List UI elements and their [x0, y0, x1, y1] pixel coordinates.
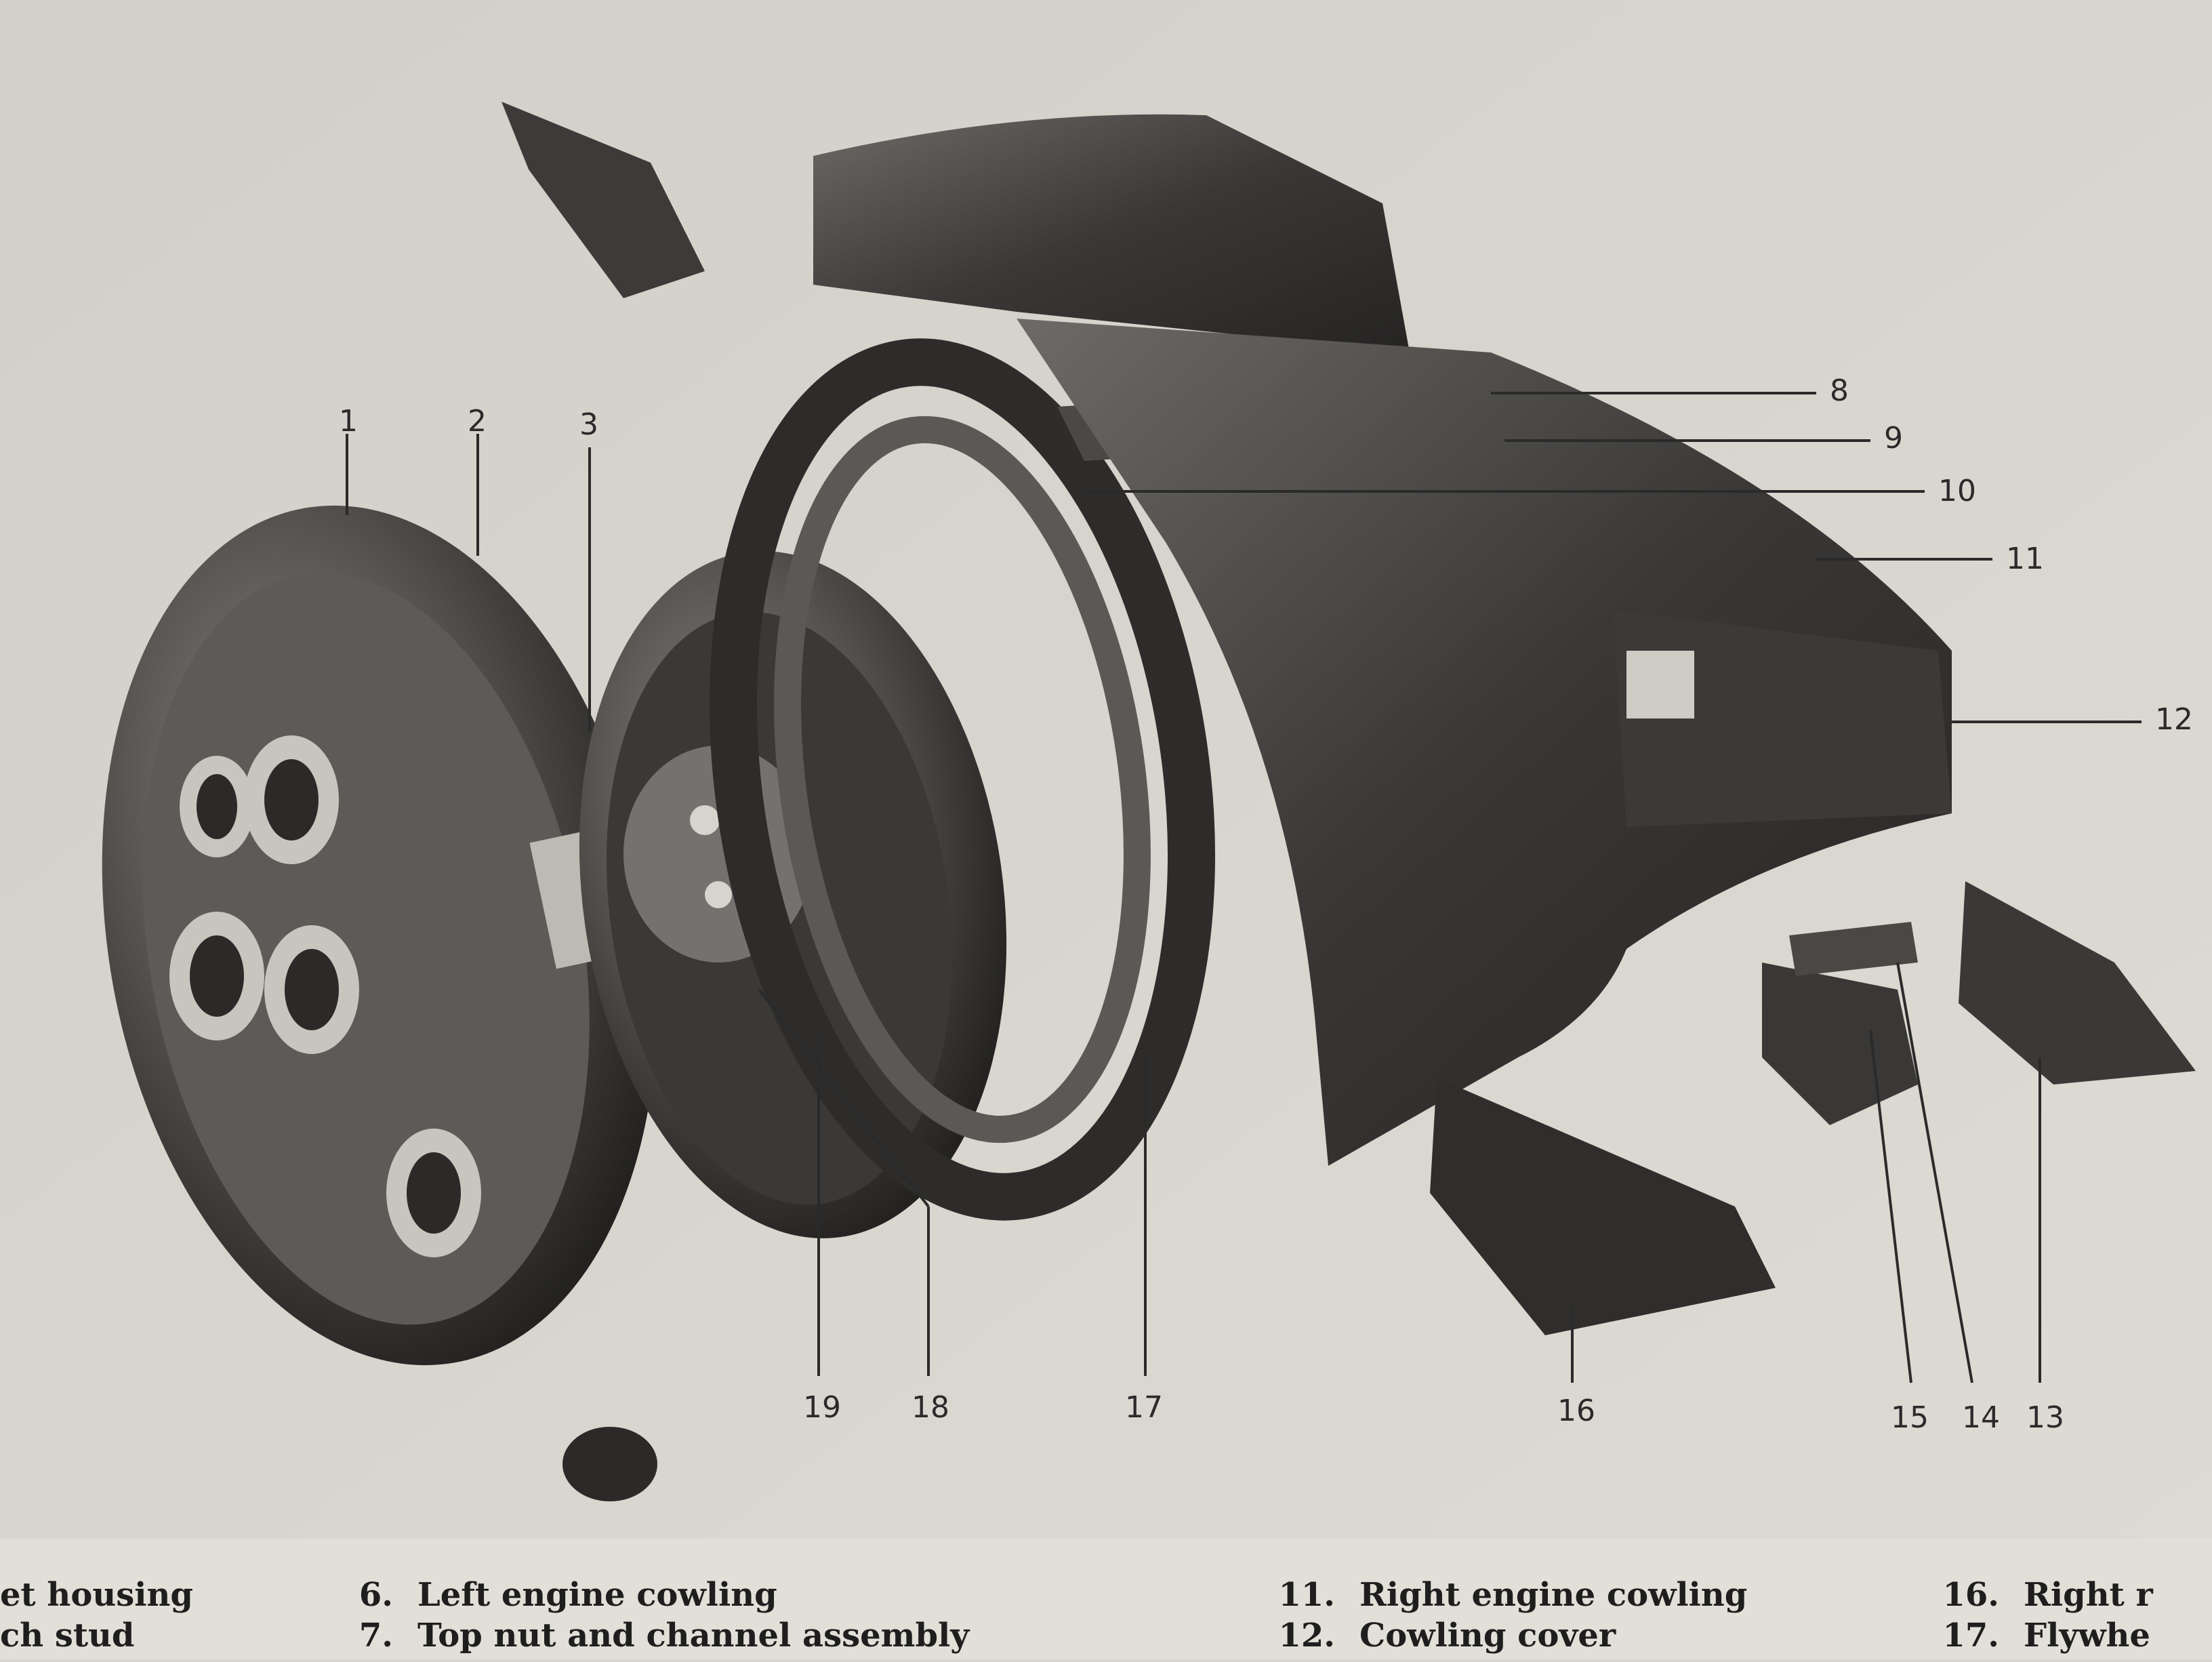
legend-item: 11. Right engine cowling	[1261, 1576, 1747, 1614]
callout-19: 19	[803, 1390, 841, 1425]
legend-item-text: Left engine cowling	[417, 1576, 777, 1614]
legend-band	[0, 1539, 2212, 1659]
legend-item: 12. Cowling cover	[1261, 1617, 1616, 1655]
legend-item: 16. Right r	[1925, 1576, 2153, 1614]
legend-item-number: 12.	[1278, 1617, 1335, 1655]
parts-legend: et housing ch stud 6. Left engine cowling…	[0, 1576, 2212, 1659]
callout-10: 10	[1938, 474, 1976, 508]
bracket-part-14	[1789, 922, 1918, 976]
legend-item-text: Right r	[2024, 1576, 2153, 1614]
bracket-part-13	[1959, 881, 2196, 1085]
callout-13: 13	[2026, 1400, 2064, 1435]
legend-item-number: 7.	[359, 1617, 393, 1655]
callout-17: 17	[1125, 1390, 1163, 1425]
legend-item-number: 6.	[359, 1576, 393, 1614]
legend-item-text: et housing	[0, 1576, 193, 1614]
leader-lines	[346, 392, 2142, 1383]
legend-item-number: 17.	[1942, 1617, 1999, 1655]
callout-9: 9	[1884, 421, 1903, 455]
fan-ring-part	[710, 338, 1215, 1221]
bracket-part-15	[1762, 962, 1918, 1125]
legend-item-text: Right engine cowling	[1359, 1576, 1748, 1614]
right-engine-cowling-part	[1017, 319, 1952, 1166]
callout-3: 3	[579, 407, 598, 442]
upper-bracket-part	[501, 102, 705, 298]
legend-item: 7. Top nut and channel assembly	[319, 1617, 969, 1655]
legend-item: et housing	[0, 1576, 193, 1614]
legend-item-number: 16.	[1942, 1576, 1999, 1614]
legend-item: 17. Flywhe	[1925, 1617, 2150, 1655]
callout-18: 18	[912, 1390, 949, 1425]
legend-item-text: ch stud	[0, 1617, 135, 1655]
callout-16: 16	[1557, 1394, 1595, 1428]
top-cowling-part	[813, 114, 1410, 352]
legend-item-text: Top nut and channel assembly	[417, 1617, 970, 1655]
bell-housing-part	[102, 505, 657, 1501]
legend-item-text: Flywhe	[2024, 1617, 2150, 1655]
callout-14: 14	[1962, 1400, 2000, 1435]
cover-plate-part-16	[1430, 1078, 1776, 1335]
legend-item: ch stud	[0, 1617, 135, 1655]
callout-8: 8	[1830, 373, 1849, 408]
callout-12: 12	[2155, 702, 2193, 737]
callout-15: 15	[1891, 1400, 1929, 1435]
callout-1: 1	[339, 404, 358, 439]
legend-item: 6. Left engine cowling	[319, 1576, 777, 1614]
callout-2: 2	[468, 404, 487, 439]
callout-11: 11	[2006, 542, 2044, 576]
legend-item-text: Cowling cover	[1359, 1617, 1616, 1655]
legend-item-number: 11.	[1278, 1576, 1335, 1614]
